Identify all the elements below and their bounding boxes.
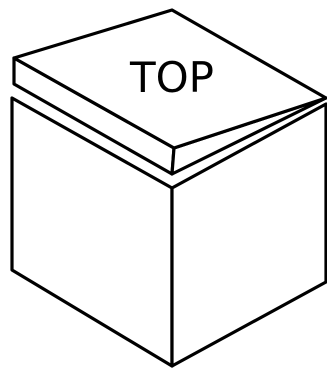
lid-label: TOP [129, 53, 214, 102]
